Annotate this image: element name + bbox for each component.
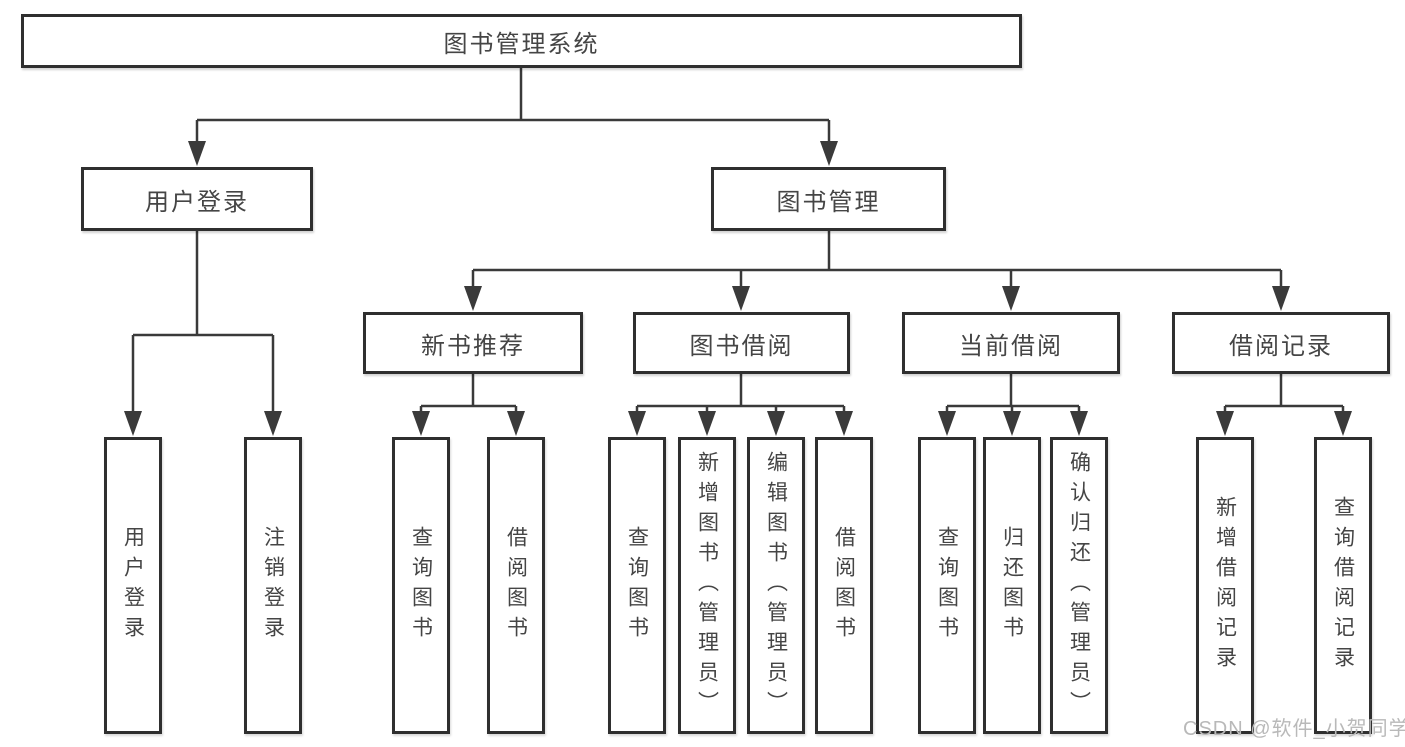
node-query-books-recommend: 查询图书: [392, 437, 450, 734]
arrowhead-icon: [732, 286, 750, 311]
arrowhead-icon: [264, 411, 282, 436]
node-label: 查询图书: [409, 525, 433, 646]
arrowhead-icon: [464, 286, 482, 311]
node-label: 新书推荐: [421, 332, 525, 360]
watermark: CSDN @软件_小贺同学: [1183, 718, 1405, 740]
arrowhead-icon: [124, 411, 142, 436]
node-borrow-records: 借阅记录: [1172, 312, 1390, 374]
node-label: 新增图书（管理员）: [695, 450, 719, 721]
arrowhead-icon: [1334, 411, 1352, 436]
arrowhead-icon: [628, 411, 646, 436]
node-query-books-current: 查询图书: [918, 437, 976, 734]
node-query-books-borrow: 查询图书: [608, 437, 666, 734]
node-system-root: 图书管理系统: [21, 14, 1022, 68]
node-return-books: 归还图书: [983, 437, 1041, 734]
node-edit-book-admin: 编辑图书（管理员）: [747, 437, 805, 734]
node-label: 用户登录: [145, 188, 249, 216]
node-label: 查询图书: [625, 525, 649, 646]
arrowhead-icon: [820, 141, 838, 166]
node-add-borrow-record: 新增借阅记录: [1196, 437, 1254, 734]
node-label: 查询图书: [935, 525, 959, 646]
arrowhead-icon: [507, 411, 525, 436]
arrowhead-icon: [412, 411, 430, 436]
node-label: 图书借阅: [689, 332, 794, 360]
node-add-book-admin: 新增图书（管理员）: [678, 437, 736, 734]
node-logout-leaf: 注销登录: [244, 437, 302, 734]
node-label: 确认归还（管理员）: [1067, 450, 1091, 721]
node-label: 用户登录: [121, 525, 145, 646]
node-label: 图书管理: [776, 188, 881, 216]
arrowhead-icon: [1003, 411, 1021, 436]
node-label: 图书管理系统: [443, 30, 600, 58]
arrowhead-icon: [188, 141, 206, 166]
node-borrow-books-leaf: 借阅图书: [815, 437, 873, 734]
node-label: 新增借阅记录: [1213, 495, 1237, 676]
node-user-login: 用户登录: [81, 167, 313, 231]
node-label: 注销登录: [261, 525, 285, 646]
arrowhead-icon: [767, 411, 785, 436]
node-label: 查询借阅记录: [1331, 495, 1355, 676]
arrowhead-icon: [698, 411, 716, 436]
node-label: 借阅记录: [1229, 332, 1333, 360]
node-borrow-books-recommend: 借阅图书: [487, 437, 545, 734]
arrowhead-icon: [1070, 411, 1088, 436]
node-label: 借阅图书: [504, 525, 528, 646]
arrowhead-icon: [938, 411, 956, 436]
arrowhead-icon: [1272, 286, 1290, 311]
node-label: 借阅图书: [832, 525, 856, 646]
arrowhead-icon: [1002, 286, 1020, 311]
node-confirm-return-admin: 确认归还（管理员）: [1050, 437, 1108, 734]
node-current-borrow: 当前借阅: [902, 312, 1120, 374]
node-label: 归还图书: [1000, 525, 1024, 646]
node-book-borrow: 图书借阅: [633, 312, 850, 374]
arrowhead-icon: [1216, 411, 1234, 436]
node-new-book-recommend: 新书推荐: [363, 312, 583, 374]
node-label: 当前借阅: [959, 332, 1063, 360]
node-user-login-leaf: 用户登录: [104, 437, 162, 734]
node-query-borrow-record: 查询借阅记录: [1314, 437, 1372, 734]
node-book-management: 图书管理: [711, 167, 946, 231]
node-label: 编辑图书（管理员）: [764, 450, 788, 721]
arrowhead-icon: [835, 411, 853, 436]
